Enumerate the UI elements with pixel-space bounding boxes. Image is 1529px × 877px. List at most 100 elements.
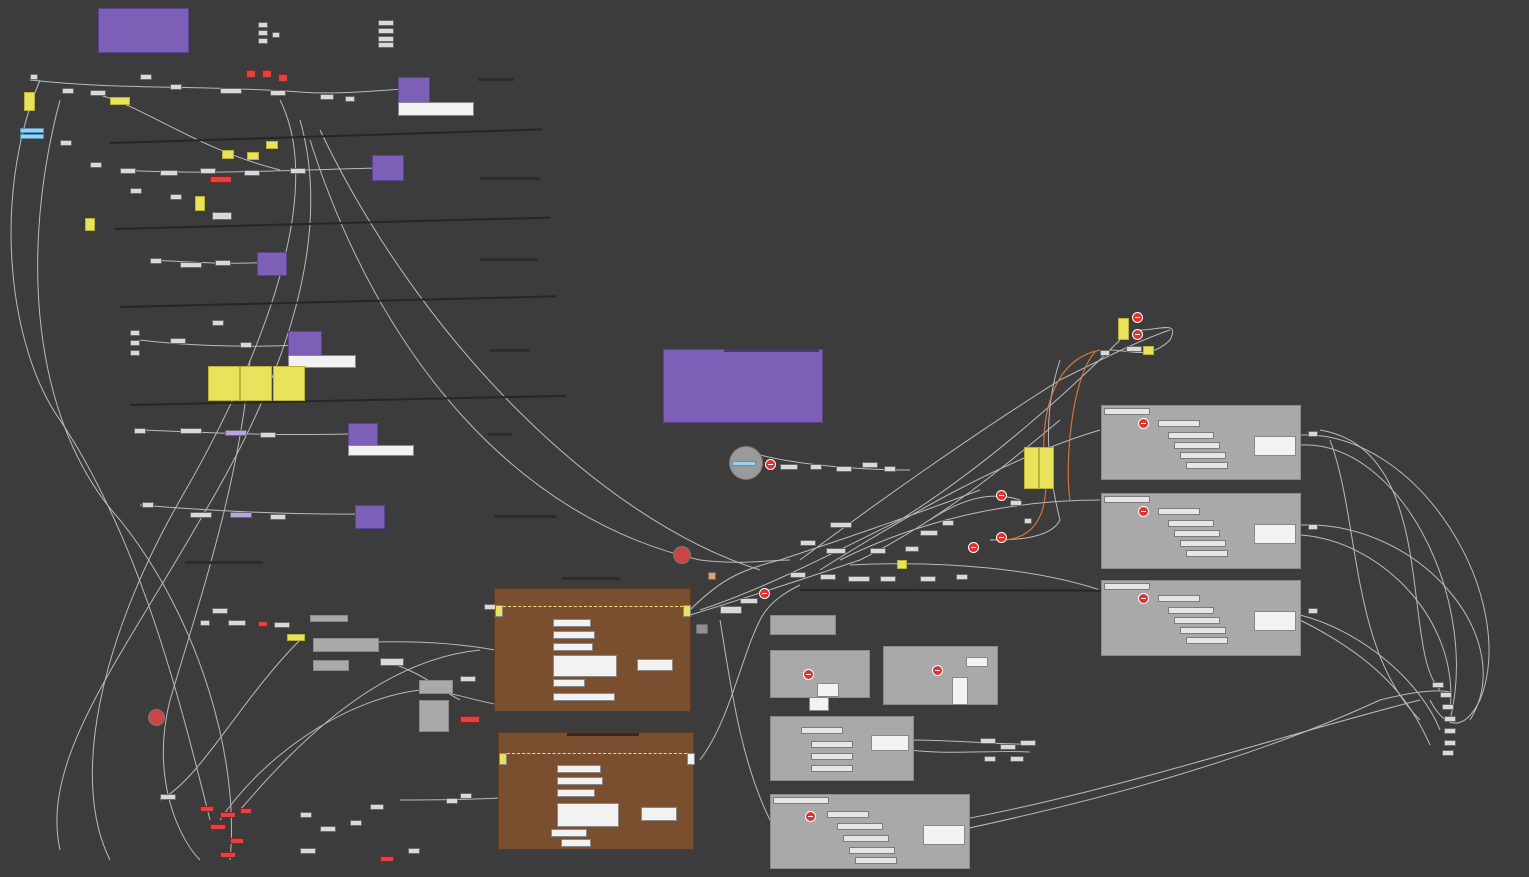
- component[interactable]: [966, 657, 988, 667]
- output-param[interactable]: [683, 605, 691, 617]
- component[interactable]: [170, 194, 182, 200]
- output-param[interactable]: [687, 753, 695, 765]
- component[interactable]: [553, 693, 615, 701]
- component[interactable]: [140, 74, 152, 80]
- component[interactable]: [811, 753, 853, 760]
- component[interactable]: [130, 330, 140, 336]
- component[interactable]: [200, 168, 216, 174]
- component[interactable]: [1020, 740, 1036, 746]
- component[interactable]: [811, 741, 853, 748]
- component[interactable]: [484, 604, 496, 610]
- component[interactable]: [884, 466, 896, 472]
- component[interactable]: [320, 826, 336, 832]
- gray-group[interactable]: [770, 650, 870, 711]
- component[interactable]: [801, 727, 843, 734]
- component[interactable]: [378, 28, 394, 34]
- component[interactable]: [1308, 431, 1318, 437]
- component[interactable]: [810, 464, 822, 470]
- yellow-panel-large[interactable]: [273, 366, 305, 401]
- gray-group-small[interactable]: [313, 660, 349, 671]
- component[interactable]: [212, 608, 228, 614]
- yellow-panel[interactable]: [287, 634, 305, 641]
- component[interactable]: [460, 676, 476, 682]
- component[interactable]: [1024, 518, 1032, 524]
- component[interactable]: [1254, 524, 1296, 544]
- yellow-panel[interactable]: [266, 141, 278, 149]
- component[interactable]: [1168, 607, 1214, 614]
- component[interactable]: [1442, 704, 1454, 710]
- error-circle-icon[interactable]: [673, 546, 691, 564]
- yellow-panel-large[interactable]: [1024, 447, 1039, 489]
- yellow-panel-large[interactable]: [240, 366, 272, 401]
- component[interactable]: [1180, 452, 1226, 459]
- component[interactable]: [942, 520, 954, 526]
- component[interactable]: [1186, 462, 1228, 469]
- component[interactable]: [1254, 436, 1296, 456]
- stop-icon[interactable]: [759, 588, 770, 599]
- component[interactable]: [820, 574, 836, 580]
- component[interactable]: [1186, 550, 1228, 557]
- component[interactable]: [557, 803, 619, 827]
- component[interactable]: [1308, 524, 1318, 530]
- input-param[interactable]: [495, 605, 503, 617]
- yellow-panel[interactable]: [24, 92, 35, 111]
- component[interactable]: [150, 258, 162, 264]
- component[interactable]: [849, 847, 895, 854]
- component[interactable]: [378, 20, 394, 26]
- component[interactable]: [956, 574, 968, 580]
- component[interactable]: [300, 848, 316, 854]
- component-error[interactable]: [210, 176, 232, 183]
- component[interactable]: [809, 697, 829, 711]
- component[interactable]: [1440, 692, 1452, 698]
- yellow-panel[interactable]: [222, 150, 234, 159]
- component[interactable]: [380, 658, 404, 666]
- error-circle-icon[interactable]: [148, 709, 165, 726]
- component[interactable]: [780, 464, 798, 470]
- stop-icon[interactable]: [932, 665, 943, 676]
- component[interactable]: [408, 848, 420, 854]
- component[interactable]: [1174, 530, 1220, 537]
- stop-icon[interactable]: [1138, 506, 1149, 517]
- stop-icon[interactable]: [996, 532, 1007, 543]
- component[interactable]: [826, 548, 846, 554]
- component[interactable]: [1168, 520, 1214, 527]
- component[interactable]: [1180, 627, 1226, 634]
- component[interactable]: [848, 576, 870, 582]
- stop-icon[interactable]: [1132, 329, 1143, 340]
- gray-group[interactable]: [1101, 493, 1301, 569]
- component[interactable]: [62, 88, 74, 94]
- component[interactable]: [871, 735, 909, 751]
- component[interactable]: [557, 789, 595, 797]
- component[interactable]: [1174, 442, 1220, 449]
- component[interactable]: [1158, 508, 1200, 515]
- component[interactable]: [1442, 750, 1454, 756]
- component[interactable]: [120, 168, 136, 174]
- component[interactable]: [1010, 756, 1024, 762]
- stop-icon[interactable]: [805, 811, 816, 822]
- yellow-panel-large[interactable]: [208, 366, 240, 401]
- yellow-panel[interactable]: [247, 152, 259, 160]
- yellow-panel[interactable]: [1118, 318, 1129, 340]
- gray-group-small[interactable]: [770, 615, 836, 635]
- component[interactable]: [370, 804, 384, 810]
- component[interactable]: [60, 140, 72, 146]
- yellow-panel[interactable]: [85, 218, 95, 231]
- component[interactable]: [460, 793, 472, 799]
- yellow-panel[interactable]: [897, 560, 907, 569]
- component-error[interactable]: [240, 808, 252, 814]
- component[interactable]: [708, 572, 716, 580]
- component[interactable]: [740, 598, 758, 604]
- component[interactable]: [553, 655, 617, 677]
- purple-group[interactable]: [398, 77, 430, 103]
- purple-group[interactable]: [348, 423, 378, 447]
- component[interactable]: [160, 170, 178, 176]
- component-error[interactable]: [200, 806, 214, 812]
- component[interactable]: [160, 794, 176, 800]
- component[interactable]: [270, 90, 286, 96]
- component[interactable]: [1432, 682, 1444, 688]
- component[interactable]: [862, 462, 878, 468]
- component[interactable]: [1100, 350, 1110, 356]
- component[interactable]: [836, 466, 852, 472]
- component[interactable]: [830, 522, 852, 528]
